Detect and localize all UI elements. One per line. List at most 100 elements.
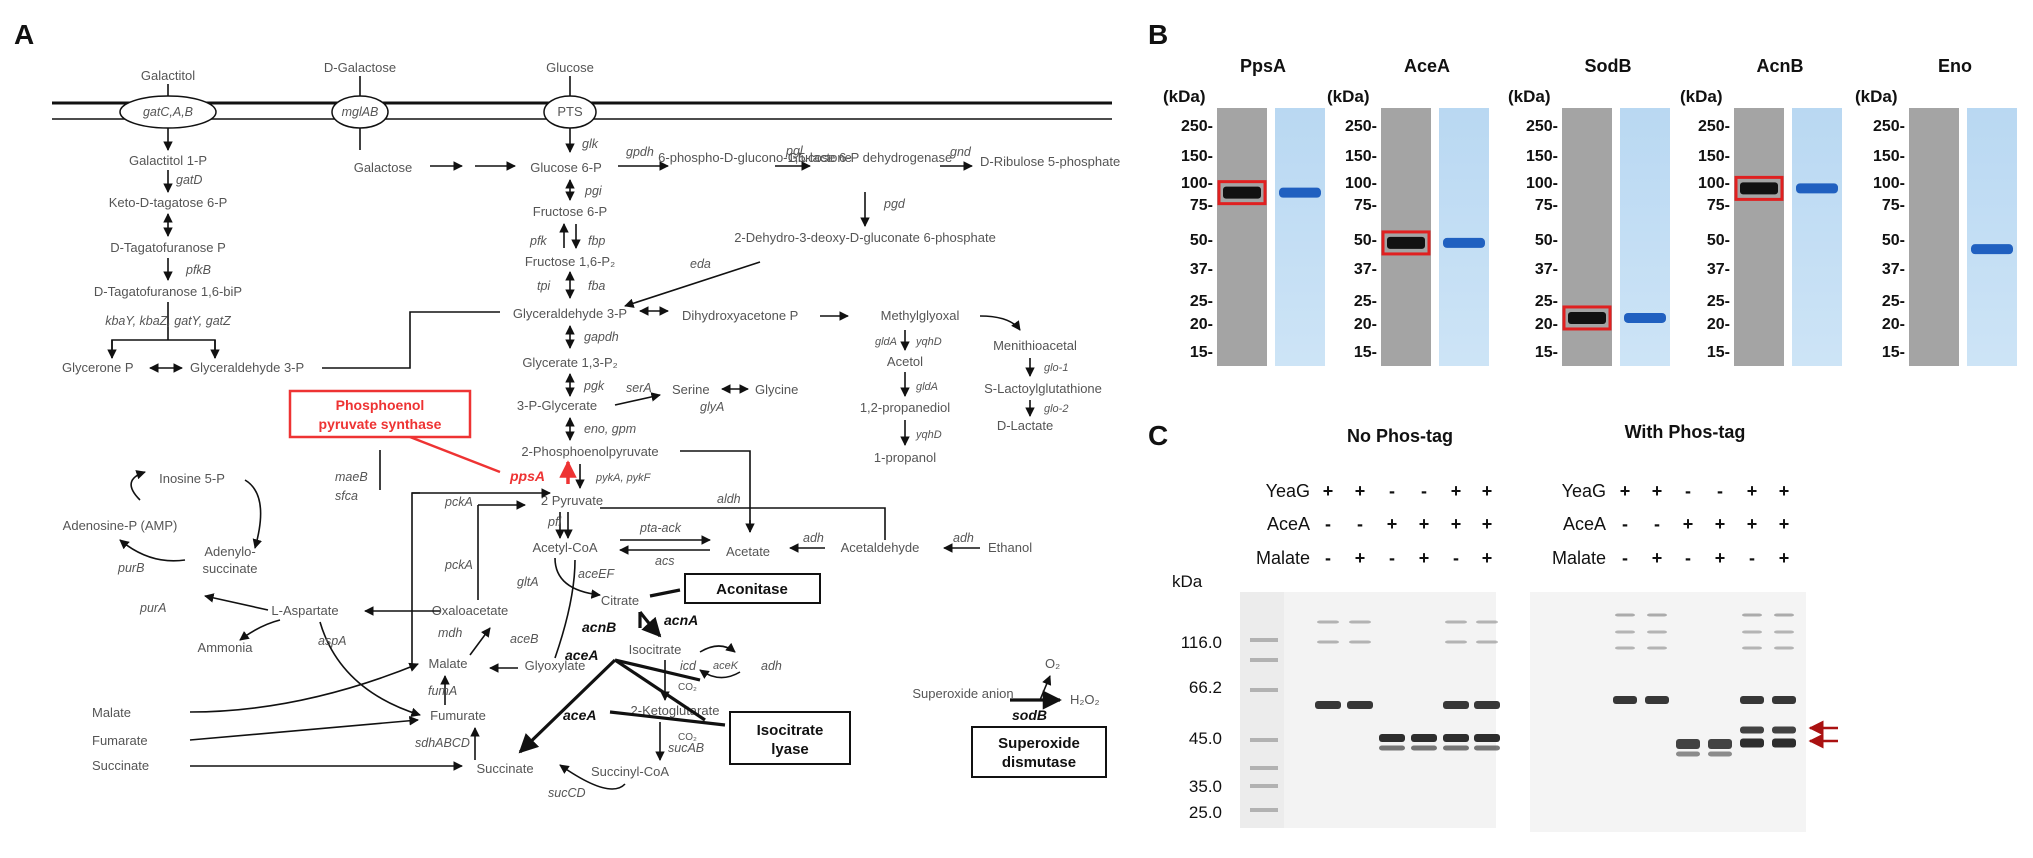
svg-text:pgd: pgd — [883, 197, 906, 211]
panel-c-label: C — [1148, 420, 1168, 451]
svg-text:tpi: tpi — [537, 279, 551, 293]
svg-text:Glycerone P: Glycerone P — [62, 360, 134, 375]
condition-label-yeag: YeaG — [1266, 481, 1310, 501]
galactitol-branch: Galactitol 1-P gatD Keto-D-tagatose 6-P … — [62, 128, 500, 375]
blot-marker-label: 25- — [1190, 293, 1213, 310]
svg-text:Ammonia: Ammonia — [198, 640, 254, 655]
condition-sign: + — [1779, 481, 1790, 501]
western-band — [1740, 182, 1778, 195]
svg-text:Citrate: Citrate — [601, 593, 639, 608]
blot-marker-label: 100- — [1181, 175, 1213, 192]
condition-sign: + — [1451, 514, 1462, 534]
svg-text:2-Dehydro-3-deoxy-D-gluconate: 2-Dehydro-3-deoxy-D-gluconate 6-phosphat… — [734, 230, 996, 245]
blot-lane-coomassie — [1967, 108, 2017, 366]
svg-text:aceB: aceB — [510, 632, 539, 646]
svg-text:pckA: pckA — [444, 558, 473, 572]
condition-sign: - — [1749, 548, 1755, 568]
svg-text:Fructose 6-P: Fructose 6-P — [533, 204, 607, 219]
label-mglab: mglAB — [342, 105, 379, 119]
svg-text:glo-1: glo-1 — [1044, 362, 1068, 374]
adenylo-line1: Adenylo- — [204, 544, 255, 559]
coomassie-band — [1796, 183, 1838, 194]
blot-lane-coomassie — [1439, 108, 1489, 366]
condition-sign: + — [1355, 548, 1366, 568]
svg-text:acs: acs — [655, 554, 674, 568]
blot-marker-label: 37- — [1882, 261, 1905, 278]
label-pcka-text: pckA — [444, 495, 473, 509]
svg-text:CO₂: CO₂ — [678, 732, 697, 743]
svg-text:gltA: gltA — [517, 575, 539, 589]
blot-title: SodB — [1585, 56, 1632, 76]
red-highlight-box — [1381, 230, 1431, 256]
svg-text:Inosine 5-P: Inosine 5-P — [159, 471, 225, 486]
svg-text:1,2-propanediol: 1,2-propanediol — [860, 400, 950, 415]
condition-label-malate: Malate — [1552, 548, 1606, 568]
condition-sign: - — [1389, 548, 1395, 568]
condition-sign: + — [1779, 548, 1790, 568]
blot-marker-label: 25- — [1535, 293, 1558, 310]
blot-marker-label: 15- — [1354, 344, 1377, 361]
blot-marker-label: 250- — [1873, 118, 1905, 135]
blot-marker-label: 37- — [1707, 261, 1730, 278]
blot-kda-label: (kDa) — [1508, 87, 1551, 106]
condition-sign: - — [1325, 548, 1331, 568]
svg-text:2-Phosphoenolpyruvate: 2-Phosphoenolpyruvate — [521, 444, 658, 459]
western-band — [1568, 311, 1606, 324]
svg-text:kbaY, kbaZ, gatY, gatZ: kbaY, kbaZ, gatY, gatZ — [105, 314, 231, 328]
condition-sign: + — [1419, 548, 1430, 568]
svg-text:Succinate: Succinate — [476, 761, 533, 776]
panel-a-label: A — [14, 19, 34, 50]
svg-text:O₂: O₂ — [1045, 656, 1060, 671]
svg-text:adh: adh — [761, 659, 782, 673]
blot-lane-western — [1562, 108, 1612, 366]
condition-sign: + — [1620, 481, 1631, 501]
condition-sign: + — [1652, 481, 1663, 501]
svg-text:Glyceraldehyde 3-P: Glyceraldehyde 3-P — [513, 306, 627, 321]
ladder-mark: 66.2 — [1189, 678, 1222, 697]
blot-marker-label: 150- — [1873, 148, 1905, 165]
svg-text:H₂O₂: H₂O₂ — [1070, 692, 1100, 707]
svg-text:gldA: gldA — [875, 336, 897, 348]
blot-marker-label: 100- — [1873, 175, 1905, 192]
blot-marker-label: 50- — [1535, 232, 1558, 249]
methylglyoxal-branch: Methylglyoxal gldA yqhD Acetol gldA 1,2-… — [860, 308, 1102, 465]
svg-text:fbp: fbp — [588, 234, 605, 248]
svg-text:pfkB: pfkB — [185, 263, 211, 277]
condition-sign: - — [1453, 548, 1459, 568]
svg-text:Glyoxylate: Glyoxylate — [525, 658, 586, 673]
svg-text:sodB: sodB — [1012, 707, 1047, 723]
blot-marker-label: 20- — [1535, 316, 1558, 333]
svg-text:Fumarate: Fumarate — [92, 733, 148, 748]
svg-text:D-Tagatofuranose 1,6-biP: D-Tagatofuranose 1,6-biP — [94, 284, 242, 299]
condition-sign: + — [1715, 514, 1726, 534]
condition-sign: - — [1389, 481, 1395, 501]
transporter-mglab: D-Galactose mglAB — [324, 60, 396, 129]
blot-marker-label: 50- — [1707, 232, 1730, 249]
ladder-labels: 116.066.245.035.025.0 — [1181, 633, 1222, 822]
superoxide-branch: Superoxide anion O₂ sodB H₂O₂ Superoxide… — [912, 656, 1107, 778]
pps-box: Phosphoenol pyruvate synthase — [288, 389, 501, 474]
svg-text:Keto-D-tagatose 6-P: Keto-D-tagatose 6-P — [109, 195, 228, 210]
blot-marker-label: 15- — [1707, 344, 1730, 361]
blot-kda-label: (kDa) — [1680, 87, 1723, 106]
ladder-mark: 25.0 — [1189, 803, 1222, 822]
ladder-mark: 35.0 — [1189, 777, 1222, 796]
blot-lane-coomassie — [1792, 108, 1842, 366]
blot-lane-western — [1909, 108, 1959, 366]
svg-text:Succinyl-CoA: Succinyl-CoA — [591, 764, 669, 779]
blot-lane-western — [1217, 108, 1267, 366]
svg-text:yqhD: yqhD — [915, 429, 942, 441]
condition-sign: + — [1482, 548, 1493, 568]
svg-text:sdhABCD: sdhABCD — [415, 736, 470, 750]
condition-sign: + — [1715, 548, 1726, 568]
svg-text:Glycine: Glycine — [755, 382, 798, 397]
svg-text:Acetate: Acetate — [726, 544, 770, 559]
blot-marker-label: 37- — [1535, 261, 1558, 278]
blot-acnb: AcnB(kDa)250-150-100-75-50-37-25-20-15- — [1680, 56, 1842, 366]
blot-marker-label: 37- — [1190, 261, 1213, 278]
svg-text:Serine: Serine — [672, 382, 710, 397]
gel-bands — [1250, 613, 1796, 812]
svg-text:Isocitrate: Isocitrate — [757, 722, 824, 739]
svg-text:CO₂: CO₂ — [678, 682, 697, 693]
